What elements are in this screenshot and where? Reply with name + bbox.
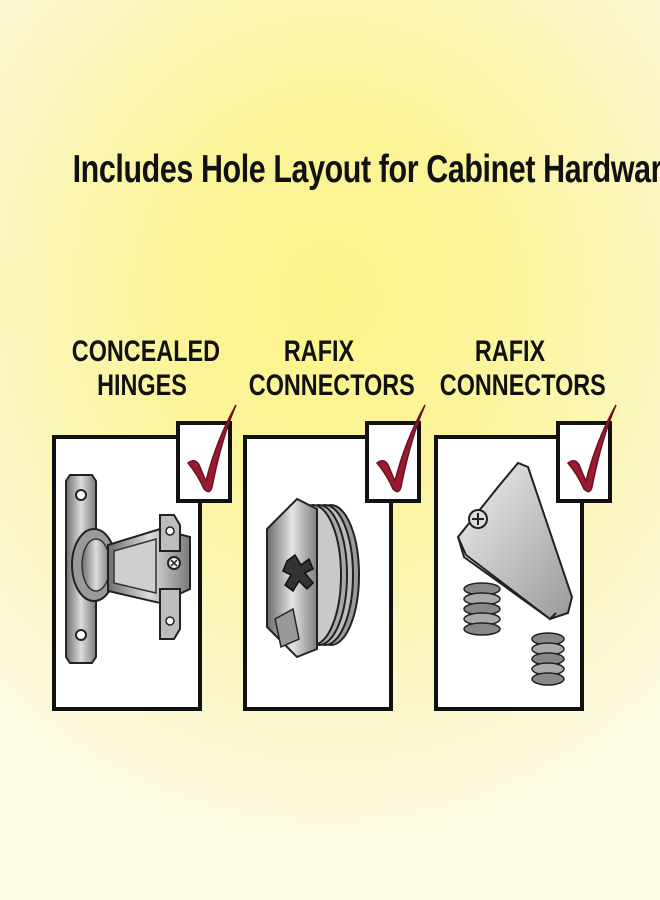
check-mark-icon [375, 404, 426, 493]
rafix-connector-icon [266, 497, 360, 659]
concealed-hinge-icon [65, 474, 191, 664]
rafix-connector-angled-icon [456, 461, 574, 686]
label-line-2: CONNECTORS [439, 369, 606, 402]
label-line-2: CONNECTORS [248, 369, 415, 402]
label-line-1: RAFIX [283, 335, 355, 368]
label-line-1: CONCEALED [71, 335, 221, 368]
label-line-1: RAFIX [474, 335, 546, 368]
item-label: RAFIX CONNECTORS [248, 335, 415, 403]
check-mark-icon [566, 404, 617, 493]
check-mark-icon [186, 404, 237, 493]
item-label: RAFIX CONNECTORS [439, 335, 606, 403]
page-title: Includes Hole Layout for Cabinet Hardwar… [72, 148, 660, 191]
item-label: CONCEALED HINGES [71, 335, 221, 403]
label-line-2: HINGES [97, 369, 187, 402]
